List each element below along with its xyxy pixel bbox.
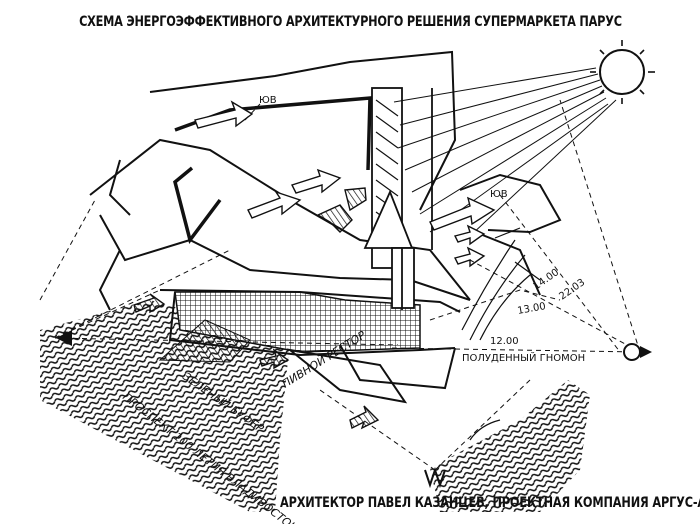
sun-rays (393, 67, 617, 237)
ground-shading-right (430, 380, 590, 512)
label-time-1400: 14.00 (531, 267, 561, 292)
south-marker (623, 343, 652, 361)
green-buffer-strip (158, 319, 251, 363)
time-markers (494, 227, 541, 281)
airflow-arrows (133, 100, 496, 430)
diagram-title: СХЕМА ЭНЕРГОЭФФЕКТИВНОГО АРХИТЕКТУРНОГО … (79, 14, 622, 30)
label-gnomon: ПОЛУДЕННЫЙ ГНОМОН (462, 351, 585, 364)
north-marker (56, 330, 72, 346)
label-yuv-right: ЮВ (490, 189, 508, 200)
bottom-marker (424, 466, 446, 489)
label-time-1300: 13.00 (517, 301, 547, 317)
ventilation-tower (363, 87, 433, 310)
author-credit: АРХИТЕКТОР ПАВЕЛ КАЗАНЦЕВ, ПРОЕКТНАЯ КОМ… (280, 495, 700, 511)
label-time-1200: 12.00 (490, 336, 519, 347)
projection-lines (39, 99, 641, 471)
label-date-2203: 22.03 (557, 277, 587, 302)
label-yuv-top: ЮВ (259, 95, 277, 106)
sun-angle-arcs (461, 239, 531, 441)
